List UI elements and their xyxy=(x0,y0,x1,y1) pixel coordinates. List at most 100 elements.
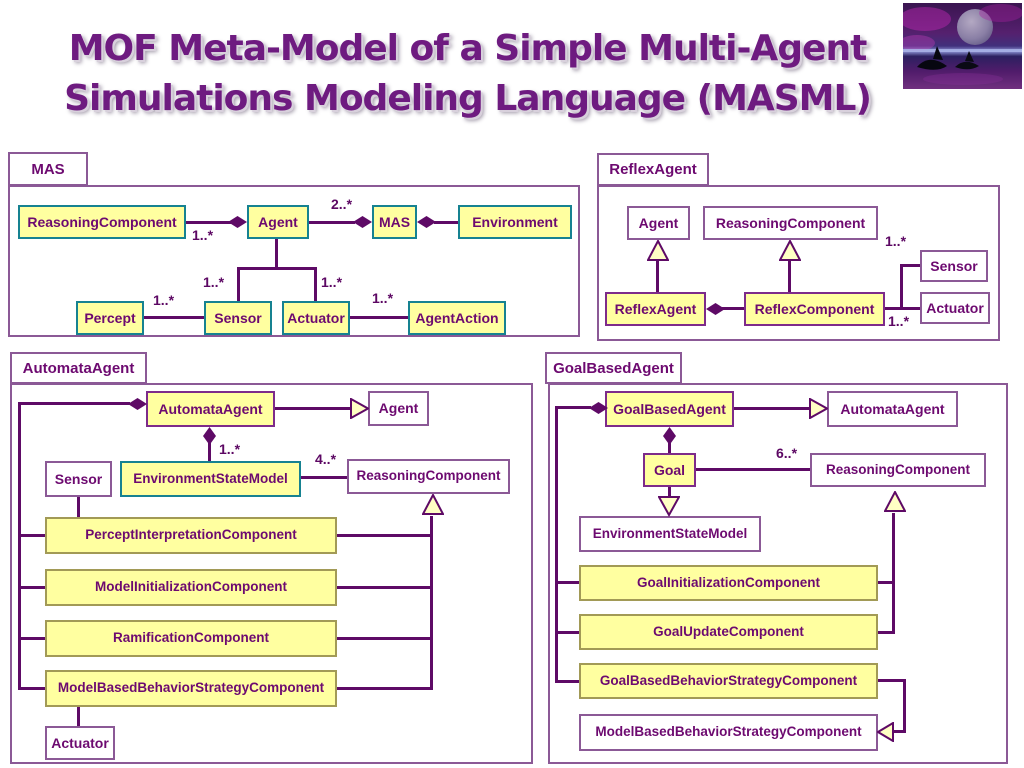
association-line xyxy=(144,316,204,319)
composition-diamond-icon xyxy=(228,216,247,228)
class-box-actuator: Actuator xyxy=(920,292,990,324)
association-line xyxy=(555,406,558,683)
generalization-arrow-icon xyxy=(884,491,906,512)
class-box-agent: Agent xyxy=(247,205,309,239)
package-tab-mas: MAS xyxy=(8,152,88,186)
association-line xyxy=(19,586,45,589)
class-box-reasoningcomponent: ReasoningComponent xyxy=(810,453,986,487)
multiplicity-label: 6..* xyxy=(776,445,798,461)
class-box-actuator: Actuator xyxy=(45,726,115,760)
class-box-agent: Agent xyxy=(627,206,690,240)
association-line xyxy=(237,267,240,301)
generalization-line xyxy=(656,261,659,292)
package-tab-automataagent: AutomataAgent xyxy=(10,352,147,384)
generalization-line xyxy=(878,679,906,682)
composition-diamond-icon xyxy=(589,402,608,414)
association-line xyxy=(555,680,579,683)
association-line xyxy=(18,402,21,690)
class-box-agentaction: AgentAction xyxy=(408,301,506,335)
class-box-environmentstatemodel: EnvironmentStateModel xyxy=(120,461,301,497)
class-box-sensor: Sensor xyxy=(920,250,988,282)
association-line xyxy=(18,402,130,405)
package-tab-label: GoalBasedAgent xyxy=(553,359,674,377)
multiplicity-label: 1..* xyxy=(192,227,214,243)
generalization-line xyxy=(275,407,352,410)
multiplicity-label: 1..* xyxy=(372,290,394,306)
composition-diamond-icon xyxy=(706,303,725,315)
generalization-line xyxy=(734,407,812,410)
generalization-line xyxy=(337,687,431,690)
generalization-arrow-icon xyxy=(350,398,369,419)
composition-diamond-icon xyxy=(663,427,676,445)
class-box-ramificationcomponent: RamificationComponent xyxy=(45,620,337,657)
association-line xyxy=(301,476,347,479)
class-box-goalupdatecomponent: GoalUpdateComponent xyxy=(579,614,878,650)
class-box-perceptinterpretationcomponent: PerceptInterpretationComponent xyxy=(45,517,337,554)
corner-picture xyxy=(899,3,1023,89)
orca-planet-image xyxy=(899,3,1023,89)
package-tab-label: AutomataAgent xyxy=(22,359,135,377)
class-box-environmentstatemodel: EnvironmentStateModel xyxy=(579,516,761,552)
generalization-line xyxy=(430,516,433,690)
association-line xyxy=(309,221,355,224)
association-line xyxy=(237,267,317,270)
class-box-sensor: Sensor xyxy=(204,301,272,335)
association-line xyxy=(434,221,458,224)
generalization-line xyxy=(337,586,431,589)
class-box-reasoningcomponent: ReasoningComponent xyxy=(18,205,186,239)
generalization-arrow-icon xyxy=(647,240,669,261)
association-line xyxy=(19,534,45,537)
class-box-actuator: Actuator xyxy=(282,301,350,335)
association-line xyxy=(208,443,211,461)
package-tab-label: MAS xyxy=(31,160,65,178)
multiplicity-label: 2..* xyxy=(331,196,353,212)
class-box-percept: Percept xyxy=(76,301,144,335)
class-box-modelbasedbehaviorstrategycomponent: ModelBasedBehaviorStrategyComponent xyxy=(45,670,337,707)
association-line xyxy=(350,316,408,319)
generalization-line xyxy=(788,261,791,292)
generalization-line xyxy=(892,513,895,634)
class-box-goal: Goal xyxy=(643,453,696,487)
association-line xyxy=(555,406,591,409)
association-line xyxy=(314,267,317,301)
class-box-automataagent: AutomataAgent xyxy=(146,391,275,427)
composition-diamond-icon xyxy=(128,398,147,410)
generalization-line xyxy=(903,679,906,733)
multiplicity-label: 4..* xyxy=(315,451,337,467)
generalization-arrow-icon xyxy=(809,398,828,419)
slide-title-line1: MOF Meta-Model of a Simple Multi-Agent xyxy=(68,28,868,69)
generalization-line xyxy=(337,534,431,537)
association-line xyxy=(555,581,579,584)
class-box-goalbasedagent: GoalBasedAgent xyxy=(605,391,734,427)
generalization-line xyxy=(668,487,671,498)
class-box-reasoningcomponent: ReasoningComponent xyxy=(703,206,878,240)
association-line xyxy=(900,264,920,267)
multiplicity-label: 1..* xyxy=(885,233,907,249)
package-tab-reflexagent: ReflexAgent xyxy=(597,153,709,186)
association-line xyxy=(900,264,903,310)
class-box-automataagent: AutomataAgent xyxy=(827,391,958,427)
class-box-reasoningcomponent: ReasoningComponent xyxy=(347,459,510,494)
class-box-goalbasedbehaviorstrategycomponent: GoalBasedBehaviorStrategyComponent xyxy=(579,663,878,699)
association-line xyxy=(696,468,810,471)
association-line xyxy=(77,707,80,726)
generalization-line xyxy=(878,631,895,634)
composition-diamond-icon xyxy=(203,427,216,445)
generalization-line xyxy=(337,637,431,640)
association-line xyxy=(77,497,80,517)
generalization-arrow-icon xyxy=(877,722,894,742)
generalization-arrow-icon xyxy=(422,494,444,515)
class-box-sensor: Sensor xyxy=(45,461,112,497)
generalization-line xyxy=(878,581,895,584)
association-line xyxy=(555,631,579,634)
generalization-arrow-icon xyxy=(658,496,680,517)
generalization-arrow-icon xyxy=(779,240,801,261)
package-tab-label: ReflexAgent xyxy=(609,161,697,178)
association-line xyxy=(275,239,278,269)
association-line xyxy=(19,637,45,640)
multiplicity-label: 1..* xyxy=(321,274,343,290)
class-box-modelbasedbehaviorstrategycomponent: ModelBasedBehaviorStrategyComponent xyxy=(579,714,878,751)
multiplicity-label: 1..* xyxy=(888,313,910,329)
class-box-agent: Agent xyxy=(368,391,429,426)
